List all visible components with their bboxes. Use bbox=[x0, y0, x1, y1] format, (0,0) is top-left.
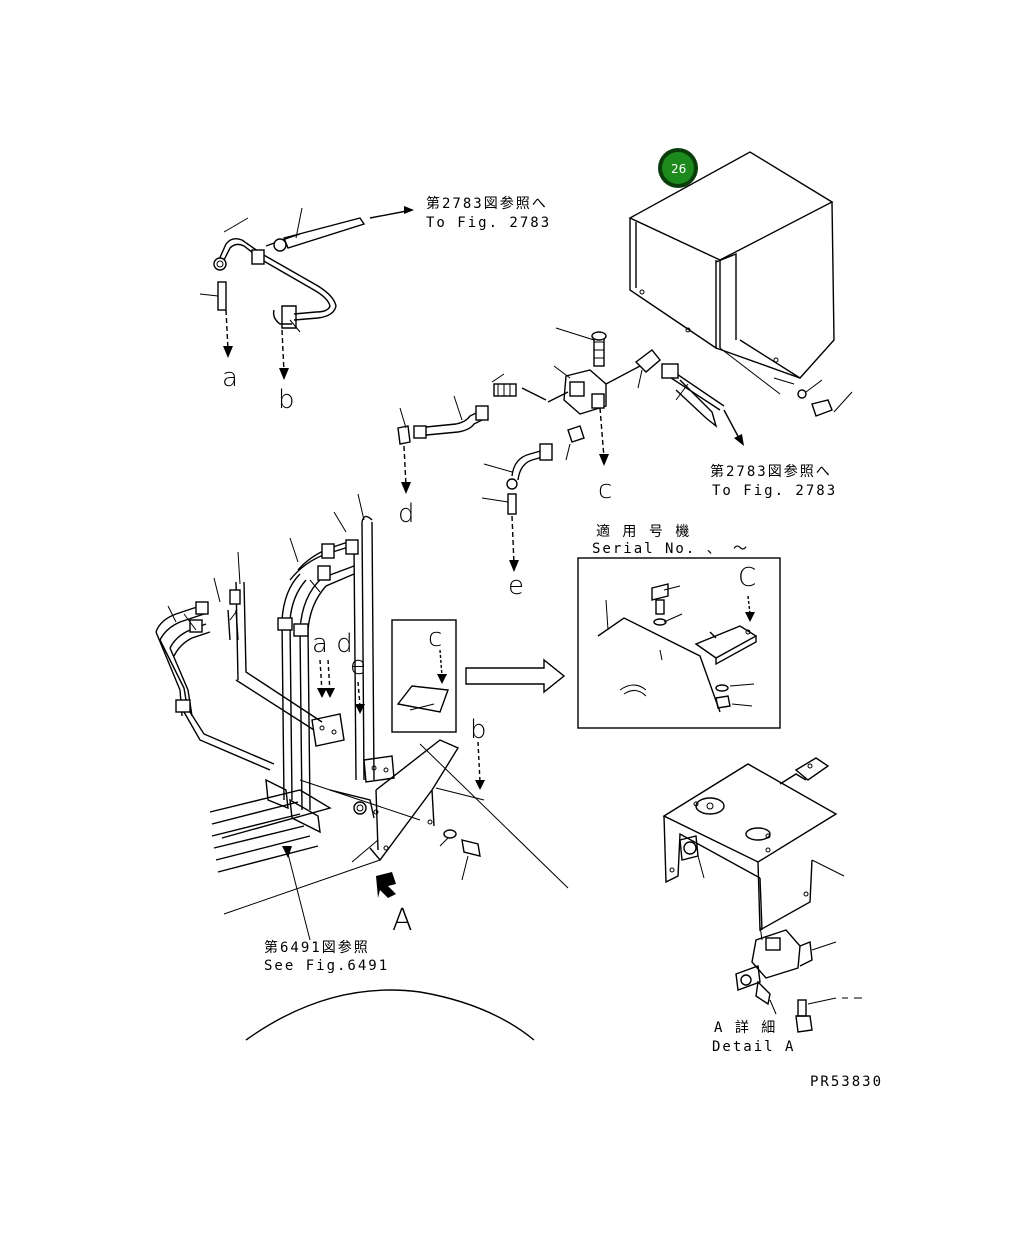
label-c-detail: C bbox=[738, 563, 756, 593]
serial-label-jp: 適 用 号 機 bbox=[596, 523, 691, 540]
callout-number: 26 bbox=[671, 162, 686, 176]
label-e-lower: e bbox=[350, 651, 366, 681]
serial-detail-drawing bbox=[597, 583, 758, 713]
label-e: e bbox=[508, 571, 524, 601]
cab-housing bbox=[628, 151, 853, 417]
wheel-arc bbox=[245, 989, 535, 1041]
upper-pipe-assembly bbox=[199, 206, 414, 380]
ref-fig2783-top-en: To Fig. 2783 bbox=[426, 215, 551, 231]
label-c: c bbox=[598, 475, 612, 505]
label-b: b bbox=[278, 385, 295, 415]
lower-pipe-bundle bbox=[155, 493, 569, 941]
drawing-number: PR53830 bbox=[810, 1074, 883, 1090]
ref-fig2783-mid-jp: 第2783図参照へ bbox=[710, 463, 832, 480]
detail-a-drawing bbox=[662, 757, 862, 1033]
serial-detail-box bbox=[577, 557, 781, 729]
inset-c-drawing bbox=[396, 649, 449, 713]
inset-box-c bbox=[391, 619, 457, 733]
label-ad: a d bbox=[312, 629, 353, 659]
ref-fig2783-top-jp: 第2783図参照へ bbox=[426, 195, 548, 212]
serial-label-en: Serial No. 、 ～ bbox=[592, 541, 749, 557]
label-d: d bbox=[398, 499, 415, 529]
valve-assembly bbox=[397, 327, 744, 572]
detail-arrow bbox=[465, 658, 566, 694]
detail-a-label-jp: A 詳 細 bbox=[714, 1020, 777, 1036]
label-a: a bbox=[222, 363, 238, 393]
callout-badge: 26 bbox=[658, 148, 698, 188]
ref-fig2783-mid-en: To Fig. 2783 bbox=[712, 483, 837, 499]
label-A: A bbox=[392, 903, 413, 938]
label-b-lower: b bbox=[470, 715, 487, 745]
detail-a-label-en: Detail A bbox=[712, 1039, 795, 1055]
ref-fig6491-jp: 第6491図参照 bbox=[264, 939, 370, 956]
label-c-box: c bbox=[428, 623, 442, 653]
ref-fig6491-en: See Fig.6491 bbox=[264, 958, 389, 974]
